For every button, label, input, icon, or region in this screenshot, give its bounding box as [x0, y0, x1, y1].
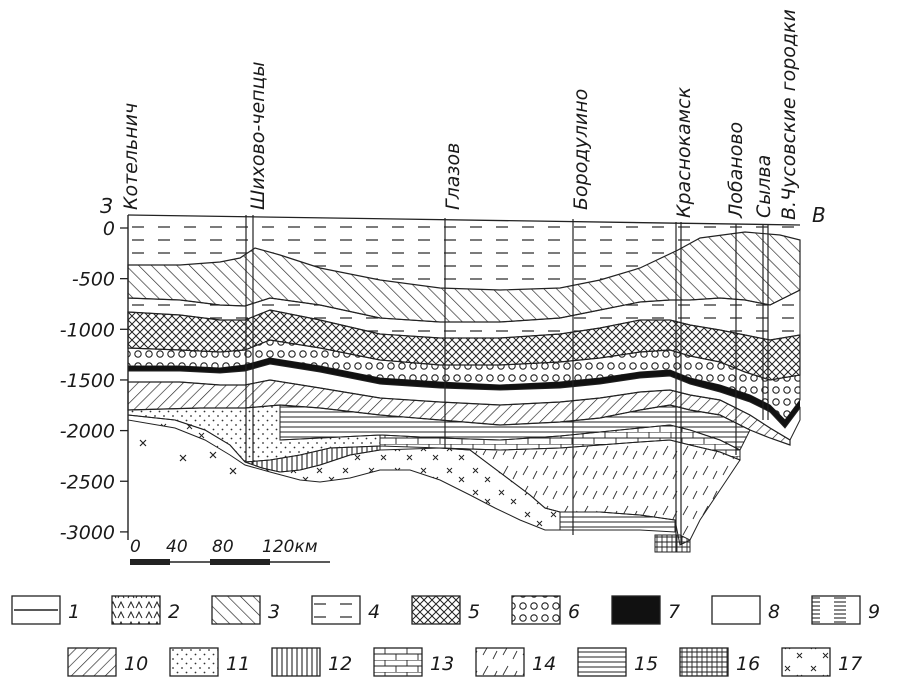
legend-number: 11: [226, 653, 250, 675]
legend-number: 1: [68, 601, 80, 623]
legend-number: 5: [468, 601, 480, 623]
legend-swatch: [311, 595, 361, 625]
legend-number: 15: [634, 653, 658, 675]
surface-line: [127, 214, 801, 226]
legend-swatch: [411, 595, 461, 625]
legend-number: 12: [328, 653, 352, 675]
legend-item-8: 8: [711, 595, 780, 625]
town-label: Лобаново: [725, 122, 747, 219]
depth-tick-label: -1000: [60, 319, 115, 341]
legend-swatch: [711, 595, 761, 625]
legend-item-9: 9: [811, 595, 880, 625]
legend-swatch: [211, 595, 261, 625]
town-label: Сылва: [753, 155, 775, 218]
legend-item-7: 7: [611, 595, 680, 625]
legend-swatch: [811, 595, 861, 625]
legend-number: 9: [868, 601, 880, 623]
depth-axis: 0 -500 -1000 -1500 -2000 -2500 -3000: [60, 218, 128, 544]
legend-number: 8: [768, 601, 780, 623]
legend-swatch: [611, 595, 661, 625]
legend-swatch: [67, 647, 117, 677]
layer-16-grid: [654, 534, 691, 553]
depth-tick-label: -1500: [60, 370, 115, 392]
scale-tick-40: 40: [166, 537, 188, 557]
depth-tick-label: 0: [103, 218, 115, 240]
legend-number: 16: [736, 653, 760, 675]
legend-swatch: [781, 647, 831, 677]
legend-item-6: 6: [511, 595, 580, 625]
legend-swatch: [577, 647, 627, 677]
town-label: В.Чусовские городки: [778, 9, 800, 220]
scale-tick-0: 0: [130, 537, 141, 557]
legend-item-16: 16: [679, 647, 760, 677]
town-label: Шихово-чепцы: [247, 62, 269, 210]
legend-item-4: 4: [311, 595, 380, 625]
scale-tick-120km: 120км: [262, 537, 318, 557]
town-label: Глазов: [442, 143, 464, 210]
legend-swatch: [475, 647, 525, 677]
depth-tick-label: -2000: [60, 421, 115, 443]
legend-swatch: [111, 595, 161, 625]
layer-7-solid: [128, 358, 800, 428]
legend-item-15: 15: [577, 647, 658, 677]
legend-item-11: 11: [169, 647, 250, 677]
depth-tick-label: -2500: [60, 471, 115, 493]
legend-swatch: [169, 647, 219, 677]
scale-tick-80: 80: [212, 537, 234, 557]
legend-number: 14: [532, 653, 556, 675]
cross-section: [127, 214, 801, 553]
legend-number: 7: [668, 601, 680, 623]
legend-number: 17: [838, 653, 862, 675]
direction-east: В: [812, 203, 826, 227]
legend-swatch: [271, 647, 321, 677]
direction-west: З: [100, 194, 113, 218]
legend-number: 13: [430, 653, 454, 675]
legend-number: 6: [568, 601, 580, 623]
town-label: Краснокамск: [673, 86, 695, 218]
scale-bar: 0 40 80 120км: [130, 537, 330, 565]
legend-item-3: 3: [211, 595, 280, 625]
town-label: Бородулино: [570, 89, 592, 210]
town-label: Котельнич: [120, 103, 142, 210]
basement-x-marks: [139, 439, 237, 475]
legend-swatch: [679, 647, 729, 677]
legend-number: 2: [168, 601, 180, 623]
legend-item-14: 14: [475, 647, 556, 677]
legend-item-13: 13: [373, 647, 454, 677]
legend-number: 3: [268, 601, 280, 623]
town-borehole-lines: [245, 215, 769, 552]
depth-tick-label: -3000: [60, 522, 115, 544]
legend-item-5: 5: [411, 595, 480, 625]
depth-tick-label: -500: [72, 269, 115, 291]
layer-upper-dashed: [128, 215, 800, 290]
legend-swatch: [511, 595, 561, 625]
legend-item-17: 17: [781, 647, 862, 677]
legend-number: 10: [124, 653, 148, 675]
legend-item-10: 10: [67, 647, 148, 677]
legend-number: 4: [368, 601, 380, 623]
legend-item-1: 1: [11, 595, 80, 625]
legend-item-2: 2: [111, 595, 180, 625]
legend-item-12: 12: [271, 647, 352, 677]
legend-swatch: [373, 647, 423, 677]
